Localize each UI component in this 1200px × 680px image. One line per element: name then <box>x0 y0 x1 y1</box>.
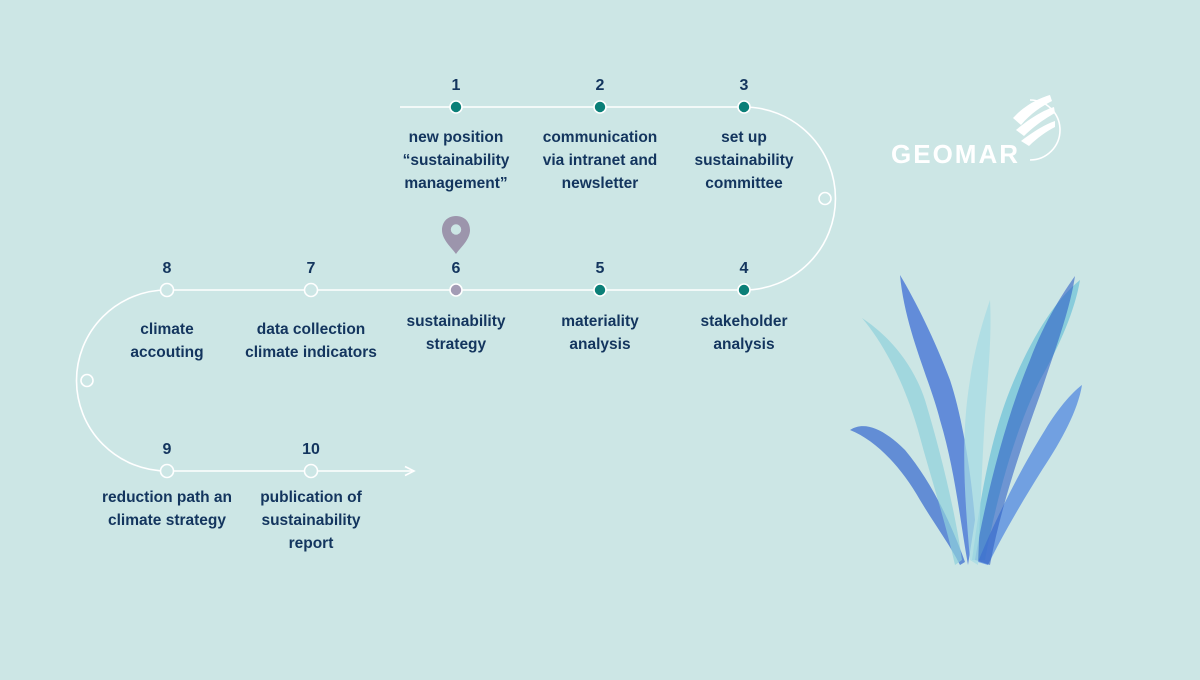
step-4-number: 4 <box>739 260 749 277</box>
step-1-label: new position “sustainability management” <box>371 126 541 195</box>
step-label-line: reduction path an <box>101 489 233 506</box>
step-5-dot <box>593 283 607 297</box>
step-9-dot <box>159 463 175 479</box>
step-label-line: climate indicators <box>245 344 377 361</box>
step-10-dot <box>303 463 319 479</box>
step-3-dot <box>737 100 751 114</box>
step-label-line: sustainability <box>694 152 794 169</box>
step-label-line: report <box>288 535 334 552</box>
step-8-dot <box>159 282 175 298</box>
step-5-number: 5 <box>595 260 605 277</box>
step-1-number: 1 <box>451 77 461 94</box>
step-3-label: set up sustainability committee <box>659 126 829 195</box>
step-label-line: communication <box>542 129 658 146</box>
geomar-logo-icon <box>1013 95 1061 161</box>
curve-node <box>80 373 94 388</box>
step-label-line: set up <box>721 129 767 146</box>
step-label-line: analysis <box>713 336 775 353</box>
step-label-line: strategy <box>425 336 487 353</box>
step-6-number: 6 <box>451 260 461 277</box>
step-5-label: materiality analysis <box>515 310 685 356</box>
seaweed-illustration <box>850 275 1082 565</box>
step-label-line: management” <box>404 175 508 192</box>
step-2-dot <box>593 100 607 114</box>
step-10-number: 10 <box>302 441 320 458</box>
step-label-line: committee <box>705 175 783 192</box>
step-label-line: accouting <box>130 344 204 361</box>
location-pin-icon <box>442 216 470 254</box>
step-label-line: climate <box>140 321 194 338</box>
step-8-label: climate accouting <box>82 318 252 364</box>
step-label-line: newsletter <box>561 175 639 192</box>
step-label-line: new position <box>408 129 504 146</box>
curve-node <box>818 191 832 206</box>
step-7-label: data collection climate indicators <box>226 318 396 364</box>
step-9-number: 9 <box>162 441 172 458</box>
step-2-label: communication via intranet and newsletter <box>515 126 685 195</box>
step-label-line: materiality <box>561 313 639 330</box>
step-label-line: data collection <box>256 321 366 338</box>
step-label-line: sustainability <box>406 313 506 330</box>
step-dots <box>159 100 751 479</box>
step-label-line: via intranet and <box>542 152 658 169</box>
step-4-dot <box>737 283 751 297</box>
step-label-line: publication of <box>260 489 362 506</box>
step-label-line: climate strategy <box>107 512 227 529</box>
step-label-line: “sustainability <box>402 152 510 169</box>
step-6-label: sustainability strategy <box>371 310 541 356</box>
geomar-wordmark: GEOMAR <box>891 139 1020 169</box>
step-4-label: stakeholder analysis <box>659 310 829 356</box>
step-3-number: 3 <box>739 77 749 94</box>
step-10-label: publication of sustainability report <box>226 486 396 555</box>
step-label-line: analysis <box>569 336 631 353</box>
step-7-number: 7 <box>306 260 316 277</box>
step-6-dot <box>449 283 463 297</box>
arrow-head-icon <box>404 465 416 477</box>
step-label-line: sustainability <box>261 512 361 529</box>
step-8-number: 8 <box>162 260 172 277</box>
step-7-dot <box>303 282 319 298</box>
step-1-dot <box>449 100 463 114</box>
step-label-line: stakeholder <box>700 313 788 330</box>
step-2-number: 2 <box>595 77 605 94</box>
step-9-label: reduction path an climate strategy <box>82 486 252 532</box>
